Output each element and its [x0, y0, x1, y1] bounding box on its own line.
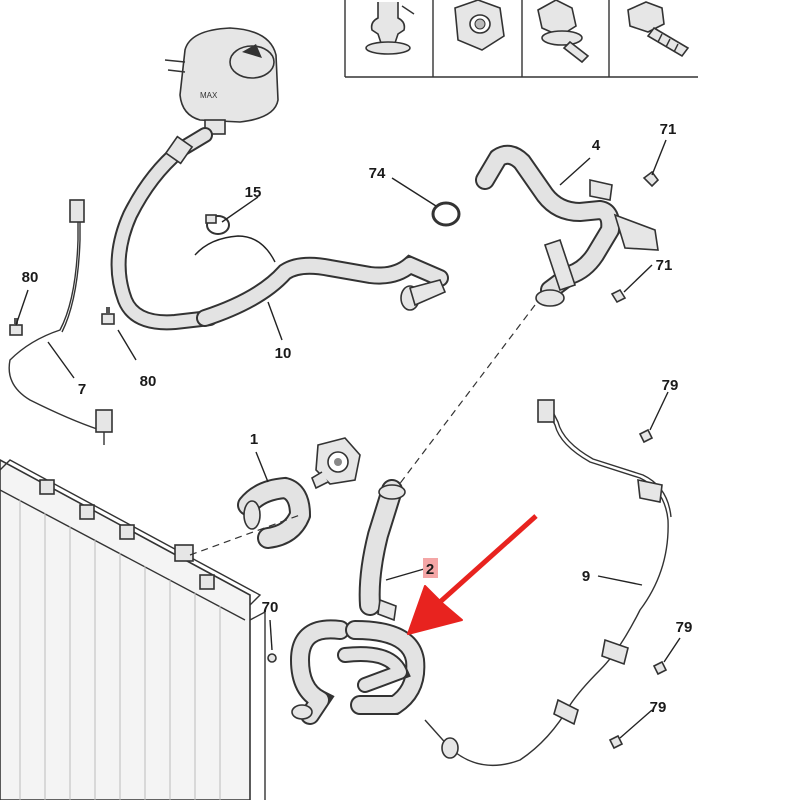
- bolt-part-71-bottom: [610, 288, 627, 304]
- callout-79-mid: 79: [676, 619, 693, 636]
- callout-71-bottom: 71: [656, 257, 673, 274]
- callout-7: 7: [78, 381, 86, 398]
- callout-80-right: 80: [140, 373, 157, 390]
- oring-part-74: [431, 201, 461, 227]
- callout-70: 70: [262, 599, 279, 616]
- bolt-icon: [627, 1, 690, 58]
- radiator: [0, 459, 266, 800]
- callout-4: 4: [592, 137, 601, 154]
- callout-9: 9: [582, 568, 590, 585]
- clip-fastener-icon: [365, 2, 415, 55]
- pipe-part-9: [424, 399, 672, 767]
- hose-part-2: [289, 479, 426, 725]
- tank-hose: [110, 127, 218, 331]
- fastener-part-80-left: [9, 318, 23, 336]
- callout-10: 10: [275, 345, 292, 362]
- hose-part-1: [237, 476, 312, 549]
- bolt-part-79-mid: [652, 660, 668, 676]
- fastener-legend-table: [344, 0, 698, 78]
- svg-text:MAX: MAX: [200, 91, 218, 100]
- highlight-box-part-2: [423, 558, 438, 578]
- callout-80-left: 80: [22, 269, 39, 286]
- callout-79-top: 79: [662, 377, 679, 394]
- red-arrow-indicator: [407, 514, 538, 635]
- flange-bolt-icon: [537, 0, 590, 64]
- expansion-tank: MAX: [164, 27, 279, 135]
- hose-part-10: [194, 235, 449, 327]
- callout-2: 2: [426, 561, 434, 578]
- bolt-part-79-top: [638, 428, 654, 444]
- fastener-part-80-right: [101, 307, 115, 325]
- bolt-part-70: [267, 653, 277, 663]
- hose-part-4: [475, 144, 659, 307]
- dashed-guide-line: [394, 304, 536, 491]
- dashed-guide-line: [189, 514, 301, 556]
- callout-1: 1: [250, 431, 258, 448]
- callout-71-top: 71: [660, 121, 677, 138]
- nut-icon: [454, 0, 505, 51]
- thermostat-housing: [311, 437, 361, 490]
- callout-15: 15: [245, 184, 262, 201]
- clamp-part-15: [205, 214, 230, 235]
- callout-74: 74: [369, 165, 386, 182]
- callout-79-bottom: 79: [650, 699, 667, 716]
- bolt-part-71-top: [642, 170, 660, 188]
- bolt-part-79-bottom: [608, 734, 624, 750]
- callout-labels: 15 10 74 4 71 71 80 80 7 1 2 70 79 9 79 …: [22, 121, 693, 716]
- harness-part-7: [8, 199, 113, 445]
- leader-lines: [15, 139, 681, 739]
